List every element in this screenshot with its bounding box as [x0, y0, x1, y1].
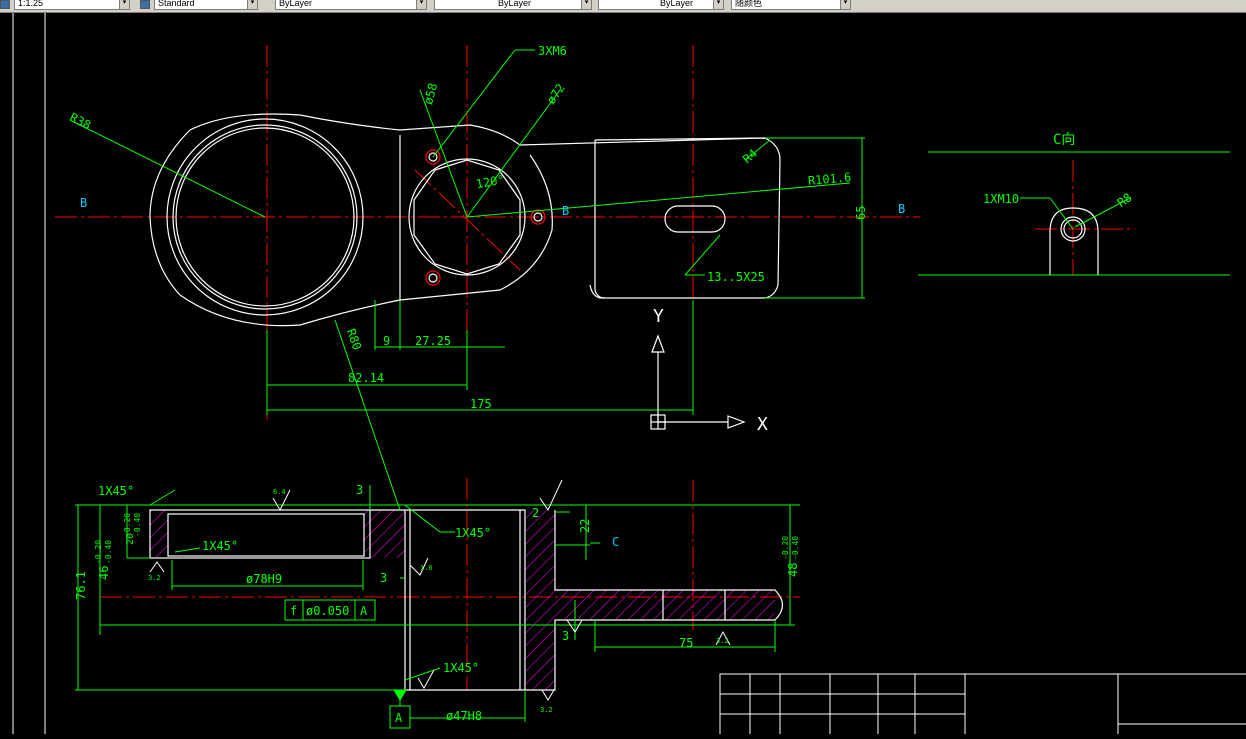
h20-label: 20 [125, 533, 136, 545]
axis-x-label: X [757, 414, 768, 435]
dia78-label: ø78H9 [246, 572, 282, 586]
chamfer-label-2: 1X45° [202, 539, 238, 553]
d82-label: 82.14 [348, 371, 384, 385]
cad-drawing[interactable]: 3XM6 ø58 ø72 R38 R4 R101.6 120° 13..5X25… [0, 13, 1246, 737]
r80-label: R80 [344, 327, 365, 352]
d22-label: 22 [578, 519, 592, 533]
roughness-64: 6.4 [273, 488, 286, 496]
dimension-texts: 3XM6 ø58 ø72 R38 R4 R101.6 120° 13..5X25… [67, 44, 1134, 725]
color-dropdown[interactable]: 随颜色 ▾ [731, 0, 851, 10]
linetype-value: ByLayer [497, 0, 532, 8]
title-block [719, 673, 1246, 737]
angle120-label: 120° [475, 173, 506, 192]
linetype-dropdown[interactable]: ByLayer ▾ [434, 0, 592, 10]
tolerance-symbol: f [290, 604, 297, 618]
slot-label: 13..5X25 [707, 270, 765, 284]
d75-label: 75 [679, 636, 693, 650]
dia47-label: ø47H8 [446, 709, 482, 723]
dia58-label: ø58 [421, 81, 440, 106]
chamfer-label-3: 1X45° [455, 526, 491, 540]
d9-label: 9 [383, 334, 390, 348]
axis-y-label: Y [653, 306, 664, 327]
chamfer-label-4: 1X45° [443, 661, 479, 675]
tolerance-value: ø0.050 [306, 604, 349, 618]
roughness-16: 1.6 [420, 564, 433, 572]
dimension-lines [69, 49, 865, 722]
c-view-title: C向 [1053, 132, 1075, 148]
scale-value: 1:1.25 [18, 0, 44, 8]
c-thread-label: 1XM10 [983, 192, 1019, 206]
tolerance-frames [284, 599, 411, 729]
tol48-upper: -0.20 [781, 536, 790, 560]
tol48-lower: -0.40 [791, 536, 800, 560]
layer-dropdown[interactable]: ByLayer ▾ [275, 0, 427, 10]
d3c-label: 3 [562, 629, 569, 643]
c-view-lines [918, 151, 1230, 276]
d27-label: 27.25 [415, 334, 451, 348]
c-r8-label: R8 [1115, 190, 1135, 210]
thread-holes-label: 3XM6 [538, 44, 567, 58]
layer-value: ByLayer [279, 0, 313, 8]
chevron-down-icon: ▾ [840, 0, 850, 9]
chevron-down-icon: ▾ [713, 0, 723, 9]
color-value: 随颜色 [735, 0, 763, 8]
chevron-down-icon: ▾ [416, 0, 426, 9]
section-view-outline [149, 509, 784, 691]
section-view-hatch [150, 510, 775, 690]
d2-label: 2 [532, 506, 539, 520]
tol20-upper: -0.20 [123, 513, 132, 537]
chamfer-label-1: 1X45° [98, 484, 134, 498]
chevron-down-icon: ▾ [119, 0, 129, 9]
h48-label: 48 [786, 563, 800, 577]
roughness-symbols [149, 479, 731, 701]
text-style-icon[interactable] [140, 0, 150, 9]
roughness-32c: 3.2 [716, 637, 729, 645]
top-view-outline [149, 113, 781, 327]
tol46-upper: -0.20 [94, 540, 103, 564]
d3b-label: 3 [380, 571, 387, 585]
tol46-lower: -0.40 [104, 540, 113, 564]
h46-label: 46 [97, 566, 111, 580]
roughness-32a: 3.2 [148, 574, 161, 582]
lineweight-dropdown[interactable]: ByLayer ▾ [598, 0, 724, 10]
section-mark-b-right: B [898, 202, 905, 216]
datum-a-label: A [395, 711, 403, 725]
chevron-down-icon: ▾ [247, 0, 257, 9]
dia72-label: ø72 [544, 81, 568, 107]
tolerance-ref: A [360, 604, 368, 618]
text-style-value: Standard [158, 0, 195, 8]
lineweight-value: ByLayer [659, 0, 693, 8]
r4-label: R4 [740, 146, 760, 166]
d3a-label: 3 [356, 483, 363, 497]
section-mark-b-mid: B [562, 204, 569, 218]
c-arrow-label: C [612, 535, 619, 549]
roughness-32b: 3.2 [540, 706, 553, 714]
scale-dropdown[interactable]: 1:1.25 ▾ [14, 0, 130, 10]
chevron-down-icon: ▾ [581, 0, 591, 9]
text-style-dropdown[interactable]: Standard ▾ [154, 0, 258, 10]
section-mark-b-left: B [80, 196, 87, 210]
tol20-lower: -0.40 [133, 513, 142, 537]
h761-label: 76.1 [74, 571, 88, 600]
drawing-icon[interactable] [0, 0, 10, 9]
view-labels: B B B C [80, 196, 905, 549]
height65-label: 65 [854, 206, 868, 220]
drawing-frame [12, 13, 46, 734]
properties-toolbar: 1:1.25 ▾ Standard ▾ ByLayer ▾ ByLayer ▾ ByLa… [0, 0, 1246, 13]
d175-label: 175 [470, 397, 492, 411]
drawing-canvas[interactable]: 3XM6 ø58 ø72 R38 R4 R101.6 120° 13..5X25… [0, 13, 1246, 737]
r101-label: R101.6 [807, 170, 851, 188]
ucs-icon [650, 334, 746, 430]
c-view [1049, 207, 1099, 275]
